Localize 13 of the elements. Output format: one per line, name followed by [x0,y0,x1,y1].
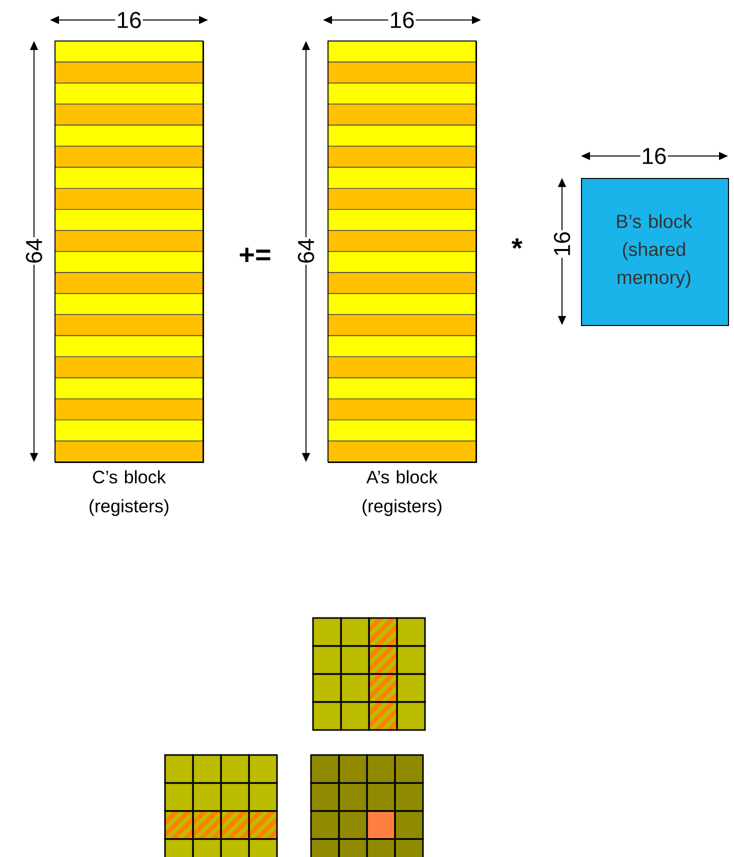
dimension-label: 64 [24,237,44,265]
dimension-label: 16 [388,10,416,30]
operator: * [512,238,522,249]
dimension-label: 16 [552,230,572,258]
register-block: A’s block (registers) [328,40,477,516]
dimension-label: 16 [640,146,668,166]
node-label: C’s block (registers) [90,470,168,516]
dimension-label: 64 [296,237,316,265]
dimension-label: 16 [115,10,143,30]
operator: += [240,248,270,262]
node-label: A’s block (registers) [362,470,442,516]
memory-block: B’s block (shared memory) [581,178,729,326]
register-block: C’s block (registers) [54,40,204,516]
